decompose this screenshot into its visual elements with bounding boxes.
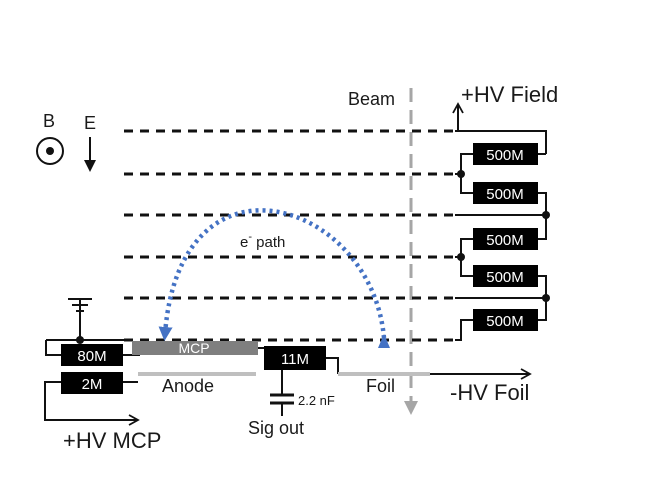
- ladder-wire: [455, 130, 547, 154]
- hv-field-label: +HV Field: [461, 82, 558, 107]
- hv-mcp-arrow: [44, 381, 140, 426]
- junction-dot: [457, 253, 465, 261]
- foil-label: Foil: [366, 376, 395, 396]
- mcp-wire: [45, 340, 61, 356]
- resistor-2m: 2M: [61, 372, 123, 394]
- b-field-dot-icon: [46, 147, 54, 155]
- capacitor-label: 2.2 nF: [298, 393, 335, 408]
- junction-dot: [542, 211, 550, 219]
- electron-path-label: e- path: [240, 231, 285, 251]
- hv-foil-label: -HV Foil: [450, 380, 529, 405]
- svg-text:500M: 500M: [486, 147, 524, 164]
- svg-text:500M: 500M: [486, 186, 524, 203]
- svg-text:500M: 500M: [486, 269, 524, 286]
- electron-path-start-arrow: [378, 334, 390, 348]
- junction-dot: [542, 294, 550, 302]
- resistor-500m: 500M: [473, 309, 538, 331]
- resistor-500m: 500M: [473, 182, 538, 204]
- resistor-500m: 500M: [473, 228, 538, 250]
- ladder-wire: [455, 319, 473, 341]
- sig-out-label: Sig out: [248, 418, 304, 438]
- junction-dot: [457, 170, 465, 178]
- b-field-label: B: [43, 111, 55, 131]
- svg-text:80M: 80M: [77, 348, 106, 365]
- svg-text:MCP: MCP: [178, 340, 209, 356]
- svg-text:500M: 500M: [486, 232, 524, 249]
- svg-text:2M: 2M: [82, 376, 103, 393]
- resistor-80m: 80M: [61, 344, 123, 366]
- b-field-out-of-page-icon: [36, 137, 64, 165]
- resistor-500m: 500M: [473, 143, 538, 165]
- electron-path-arc: [158, 208, 387, 341]
- e-field-label: E: [84, 113, 96, 133]
- beam-label: Beam: [348, 89, 395, 109]
- resistor-11m: 11M: [264, 346, 326, 370]
- foil-wire: [326, 357, 339, 374]
- svg-text:500M: 500M: [486, 313, 524, 330]
- anode-label: Anode: [162, 376, 214, 396]
- hv-mcp-label: +HV MCP: [63, 428, 161, 453]
- mcp-plate: MCP: [132, 340, 258, 356]
- e-field-arrowhead-icon: [84, 160, 96, 172]
- resistor-500m: 500M: [473, 265, 538, 287]
- svg-text:11M: 11M: [281, 351, 309, 368]
